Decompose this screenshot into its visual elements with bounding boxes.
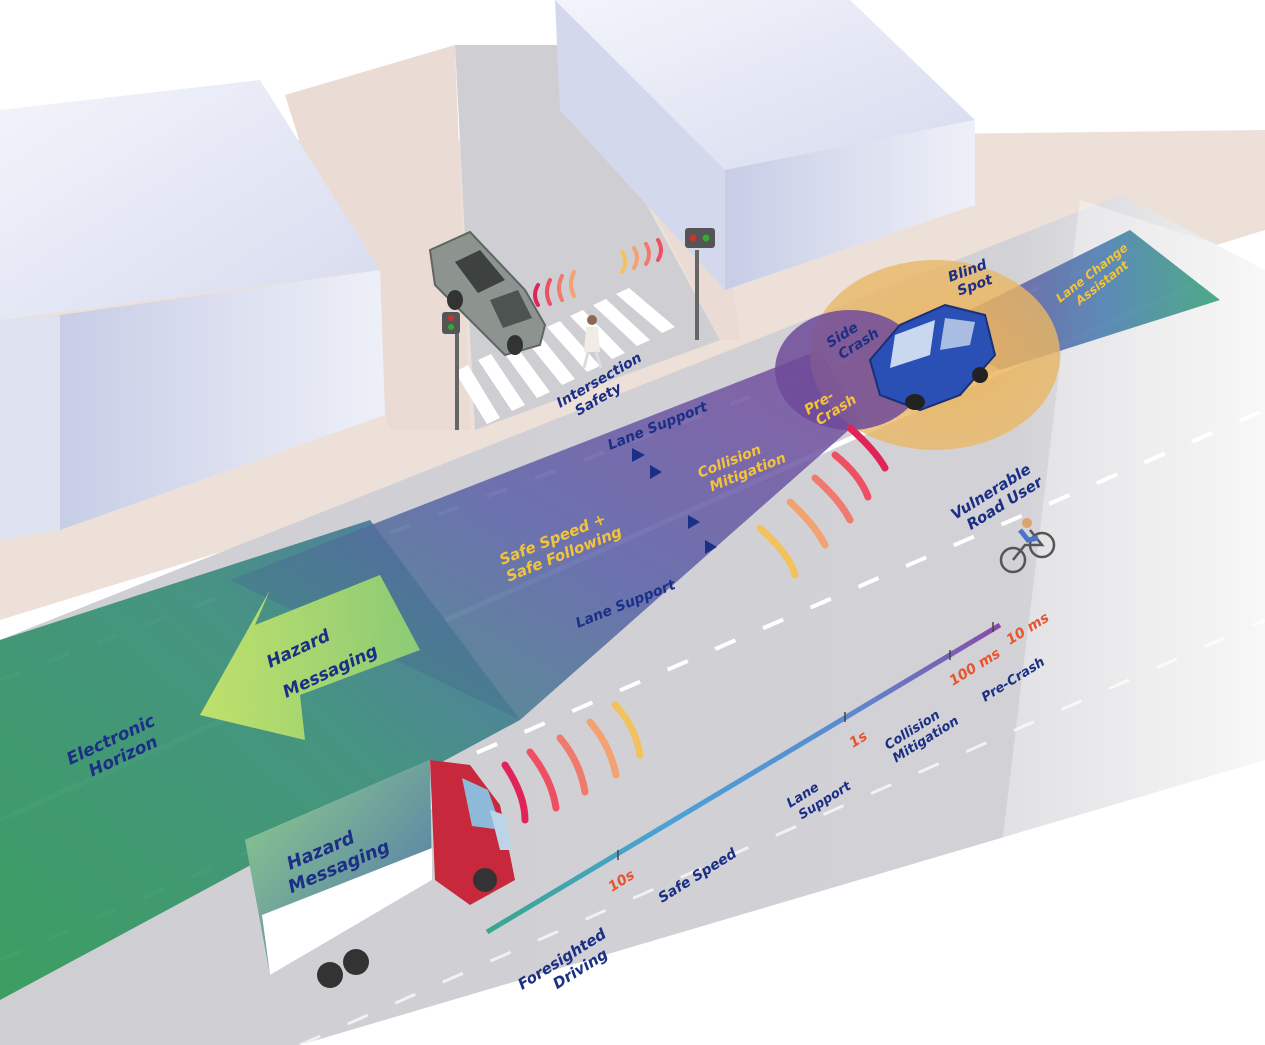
building-right-side	[555, 0, 725, 290]
hazard-arrow	[200, 575, 420, 740]
timeline-ticks	[617, 622, 994, 860]
traffic-light-left	[442, 312, 460, 430]
truck-icon	[245, 760, 515, 988]
traffic-light-right	[685, 228, 715, 340]
road-fade-right	[1000, 200, 1265, 860]
blue-car-icon	[868, 303, 997, 412]
building-left-front	[60, 270, 385, 530]
building-left-side	[0, 315, 60, 540]
pedestrian-icon	[582, 315, 603, 369]
building-right-top	[555, 0, 975, 170]
lane-markers	[632, 448, 717, 554]
truck-radar-waves	[501, 701, 644, 824]
v2x-waves	[533, 238, 663, 307]
grey-car-icon	[428, 230, 547, 357]
building-right-front	[725, 120, 975, 290]
building-left-top	[0, 80, 380, 320]
forward-radar-waves	[756, 424, 889, 579]
timeline-bar	[485, 622, 1002, 935]
cross-street-sidewalk-left	[285, 45, 470, 430]
cyclist-icon	[999, 518, 1056, 574]
